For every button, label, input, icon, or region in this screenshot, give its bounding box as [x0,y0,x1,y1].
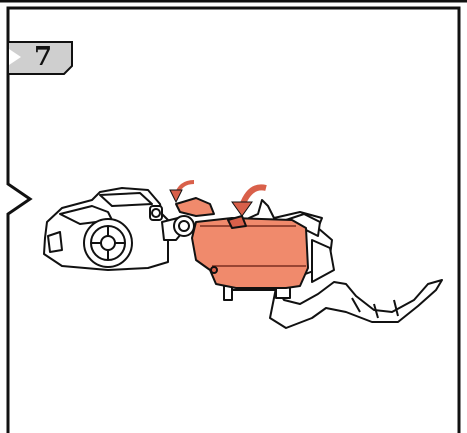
curved-arrow-icon [231,184,267,217]
play-triangle-icon [9,49,21,65]
step-badge [7,41,73,75]
step-number: 7 [34,42,53,72]
curved-arrow-icon [169,180,195,204]
